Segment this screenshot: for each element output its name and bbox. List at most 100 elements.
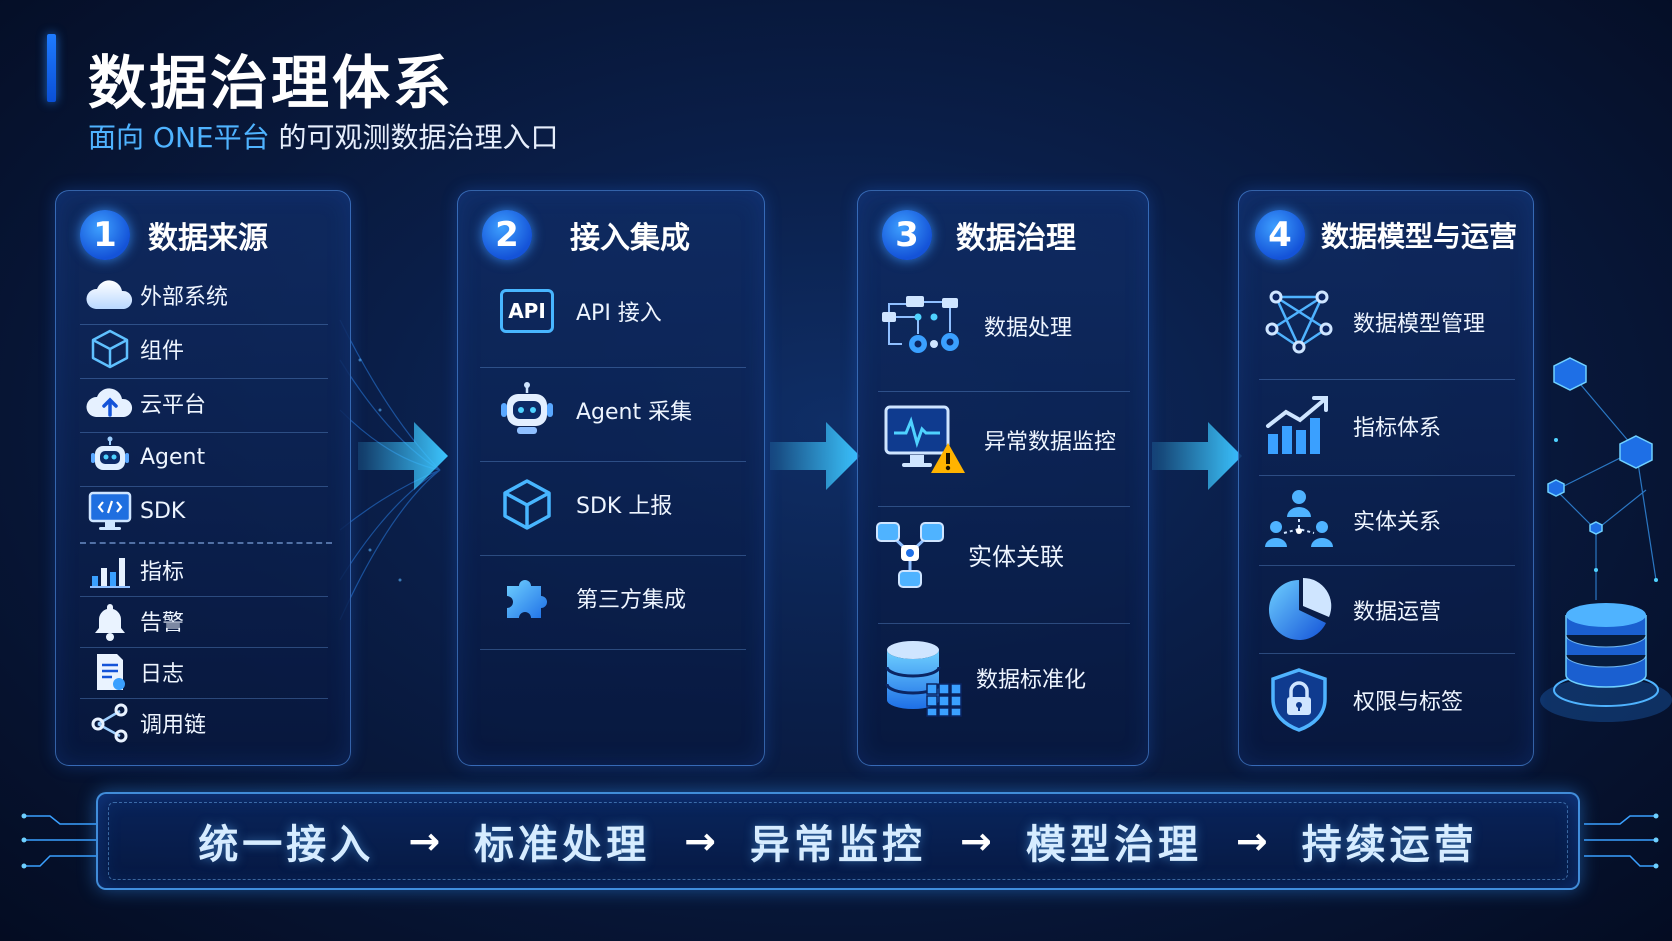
process-flow-banner: 统一接入 → 标准处理 → 异常监控 → 模型治理 → 持续运营 — [96, 792, 1580, 890]
robot-icon — [494, 381, 560, 439]
item-label: Agent — [140, 444, 206, 470]
item-label: 告警 — [140, 611, 185, 636]
flow-arrow-3 — [1152, 422, 1242, 490]
list-item: 告警 — [80, 597, 184, 645]
list-item: 异常数据监控 — [882, 403, 1116, 477]
divider — [480, 555, 746, 556]
step-number-badge: 2 — [482, 210, 532, 260]
item-label: 指标 — [140, 560, 185, 585]
item-label: API 接入 — [576, 301, 662, 326]
divider — [480, 367, 746, 368]
divider — [480, 649, 746, 650]
item-label: 日志 — [140, 662, 185, 687]
item-label: 数据模型管理 — [1353, 312, 1486, 337]
divider — [80, 324, 328, 325]
item-label: Agent 采集 — [576, 400, 693, 425]
list-item: 外部系统 — [80, 271, 228, 319]
api-badge-text: API — [508, 299, 546, 323]
item-label: SDK — [140, 498, 186, 524]
shield-lock-icon — [1261, 665, 1337, 735]
arrow-right-icon: → — [408, 819, 441, 863]
card-header: 1 数据来源 — [80, 207, 268, 263]
dashed-separator — [80, 542, 332, 544]
divider — [878, 506, 1130, 507]
list-item: SDK — [80, 487, 185, 535]
api-icon: API — [494, 287, 560, 335]
step-number-badge: 1 — [80, 210, 130, 260]
log-document-icon — [80, 648, 140, 696]
list-item: 数据模型管理 — [1261, 287, 1485, 357]
item-label: 外部系统 — [140, 285, 229, 310]
flow-step: 异常监控 — [750, 822, 926, 868]
subtitle-highlight: 面向 ONE平台 — [88, 121, 270, 154]
bell-icon — [80, 597, 140, 645]
bar-chart-icon — [80, 546, 140, 594]
item-label: SDK 上报 — [576, 494, 673, 519]
divider — [80, 378, 328, 379]
org-people-icon — [1261, 485, 1337, 555]
item-label: 数据运营 — [1353, 600, 1442, 625]
list-item: Agent 采集 — [494, 381, 692, 439]
item-label: 指标体系 — [1353, 416, 1442, 441]
divider — [1259, 475, 1515, 476]
card-integration: 2 接入集成 API API 接入 Agent 采集 SDK 上报 第三方集成 — [457, 190, 765, 766]
divider — [80, 432, 328, 433]
list-item: 指标 — [80, 546, 184, 594]
banner-inner-border — [108, 802, 1568, 880]
database-grid-icon — [880, 635, 966, 721]
divider — [878, 623, 1130, 624]
circuit-decoration-right — [1584, 813, 1659, 869]
arrow-right-icon: → — [684, 819, 716, 863]
list-item: SDK 上报 — [494, 475, 672, 533]
divider — [1259, 565, 1515, 566]
flow-step: 模型治理 — [1025, 822, 1202, 868]
page-title: 数据治理体系 — [88, 49, 455, 117]
divider — [878, 391, 1130, 392]
flow-arrow-1 — [358, 422, 448, 490]
list-item: 实体关系 — [1261, 485, 1441, 555]
item-label: 异常数据监控 — [984, 430, 1117, 455]
share-nodes-icon — [80, 699, 140, 747]
card-governance: 3 数据治理 数据处理 异常数据监控 实体关联 数据标准化 — [857, 190, 1149, 766]
entity-link-icon — [870, 519, 950, 589]
growth-chart-icon — [1261, 391, 1337, 461]
card-data-sources: 1 数据来源 外部系统 组件 云平台 Agent SDK — [55, 190, 351, 766]
flow-arrow-2 — [770, 422, 860, 490]
cloud-upload-icon — [80, 379, 140, 427]
flow-step: 标准处理 — [474, 822, 651, 868]
process-flow: 统一接入 → 标准处理 → 异常监控 → 模型治理 → 持续运营 — [98, 794, 1578, 888]
list-item: 指标体系 — [1261, 391, 1441, 461]
arrow-right-icon: → — [960, 819, 992, 863]
flow-step: 统一接入 — [198, 822, 375, 868]
list-item: 调用链 — [80, 699, 206, 747]
page-subtitle: 面向 ONE平台 的可观测数据治理入口 — [88, 116, 558, 156]
list-item: 组件 — [80, 325, 184, 373]
divider — [1259, 653, 1515, 654]
card-title: 数据模型与运营 — [1321, 220, 1518, 253]
process-gears-icon — [878, 291, 964, 361]
card-header: 4 数据模型与运营 — [1255, 207, 1517, 263]
cloud-icon — [80, 271, 140, 319]
circuit-decoration-left — [21, 813, 96, 869]
list-item: 云平台 — [80, 379, 206, 427]
item-label: 实体关联 — [968, 542, 1064, 571]
item-label: 数据处理 — [984, 316, 1073, 341]
divider — [480, 461, 746, 462]
flow-step: 持续运营 — [1301, 822, 1478, 868]
cube-icon — [80, 325, 140, 373]
card-title: 数据来源 — [148, 221, 268, 256]
list-item: 实体关联 — [870, 519, 1064, 589]
step-number-badge: 4 — [1255, 210, 1305, 260]
list-item: 权限与标签 — [1261, 665, 1463, 735]
robot-icon — [80, 433, 140, 481]
network-model-icon — [1261, 287, 1337, 357]
monitor-warning-icon — [882, 403, 968, 477]
divider — [1259, 379, 1515, 380]
step-number-badge: 3 — [882, 210, 932, 260]
card-title: 数据治理 — [956, 221, 1076, 256]
item-label: 权限与标签 — [1353, 690, 1464, 715]
item-label: 数据标准化 — [976, 668, 1087, 693]
divider — [80, 596, 328, 597]
divider — [80, 647, 328, 648]
list-item: 数据标准化 — [880, 635, 1086, 721]
